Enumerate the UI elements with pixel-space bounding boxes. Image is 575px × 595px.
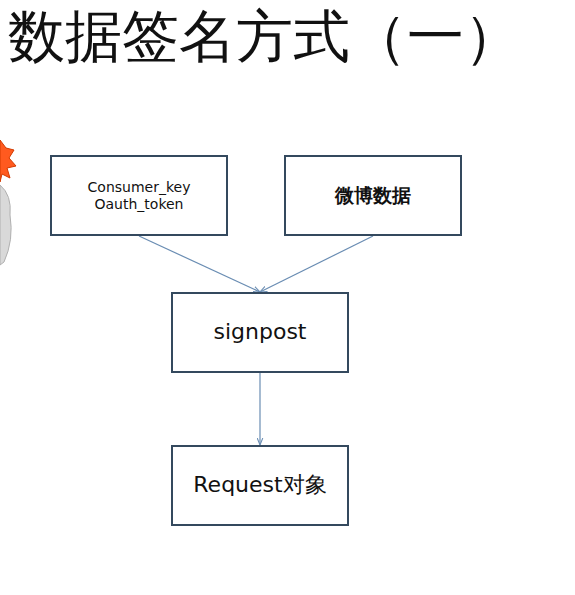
cartoon-figure: [0, 185, 11, 265]
process-box: signpost: [171, 292, 349, 373]
box-label: Consumer_key Oauth_token: [79, 179, 199, 213]
flow-arrow: [139, 236, 260, 292]
cartoon-starburst: [0, 140, 16, 182]
box-label: signpost: [214, 319, 307, 345]
flow-arrow: [259, 373, 260, 445]
box-label: Request对象: [193, 472, 326, 498]
process-box: Request对象: [171, 445, 349, 526]
process-box: Consumer_key Oauth_token: [50, 155, 228, 236]
flow-arrow: [260, 236, 373, 292]
process-box: 微博数据: [284, 155, 462, 236]
slide-title: 数据签名方式（一）: [8, 8, 521, 65]
box-label: 微博数据: [335, 184, 411, 207]
